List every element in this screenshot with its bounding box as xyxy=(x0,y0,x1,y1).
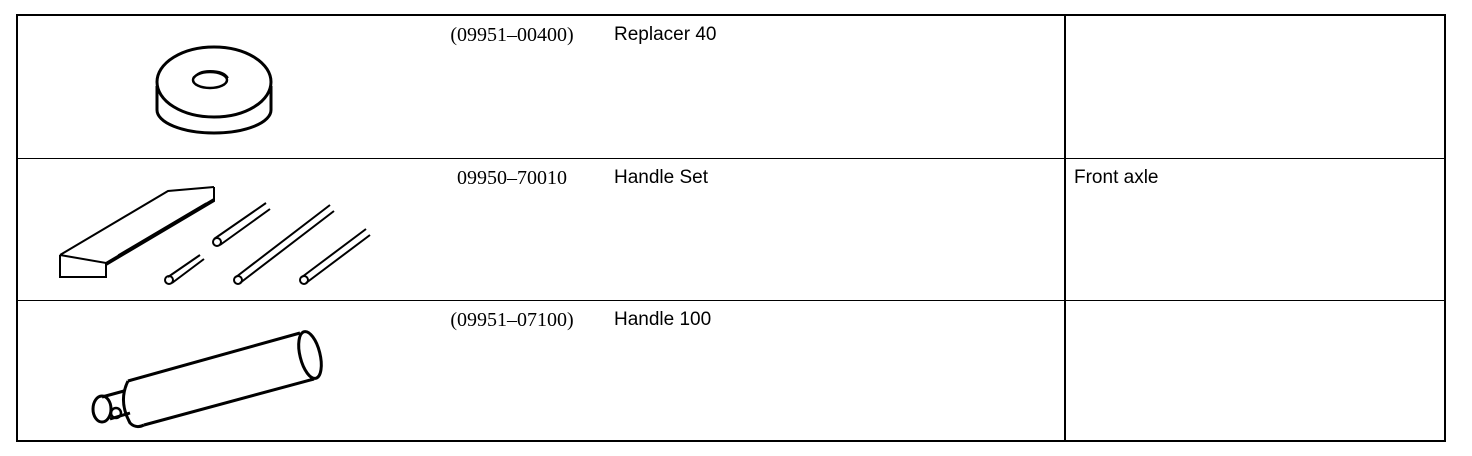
special-tool-table: (09951–00400) Replacer 40 xyxy=(16,14,1446,442)
table-row: 09950–70010 Handle Set Front axle xyxy=(18,158,1444,301)
table-row: (09951–00400) Replacer 40 xyxy=(18,16,1444,158)
handle-set-icon xyxy=(18,159,438,301)
part-name: Handle Set xyxy=(614,167,709,188)
part-name: Replacer 40 xyxy=(614,24,717,45)
table-row: (09951–07100) Handle 100 xyxy=(18,300,1444,443)
handle-rod-icon xyxy=(18,301,438,443)
column-divider xyxy=(1064,16,1066,440)
application: Front axle xyxy=(1074,167,1159,188)
part-number: 09950–70010 xyxy=(457,167,567,189)
replacer-ring-icon xyxy=(18,16,438,158)
part-number: (09951–00400) xyxy=(450,24,574,46)
part-number: (09951–07100) xyxy=(450,309,574,331)
part-name: Handle 100 xyxy=(614,309,712,330)
